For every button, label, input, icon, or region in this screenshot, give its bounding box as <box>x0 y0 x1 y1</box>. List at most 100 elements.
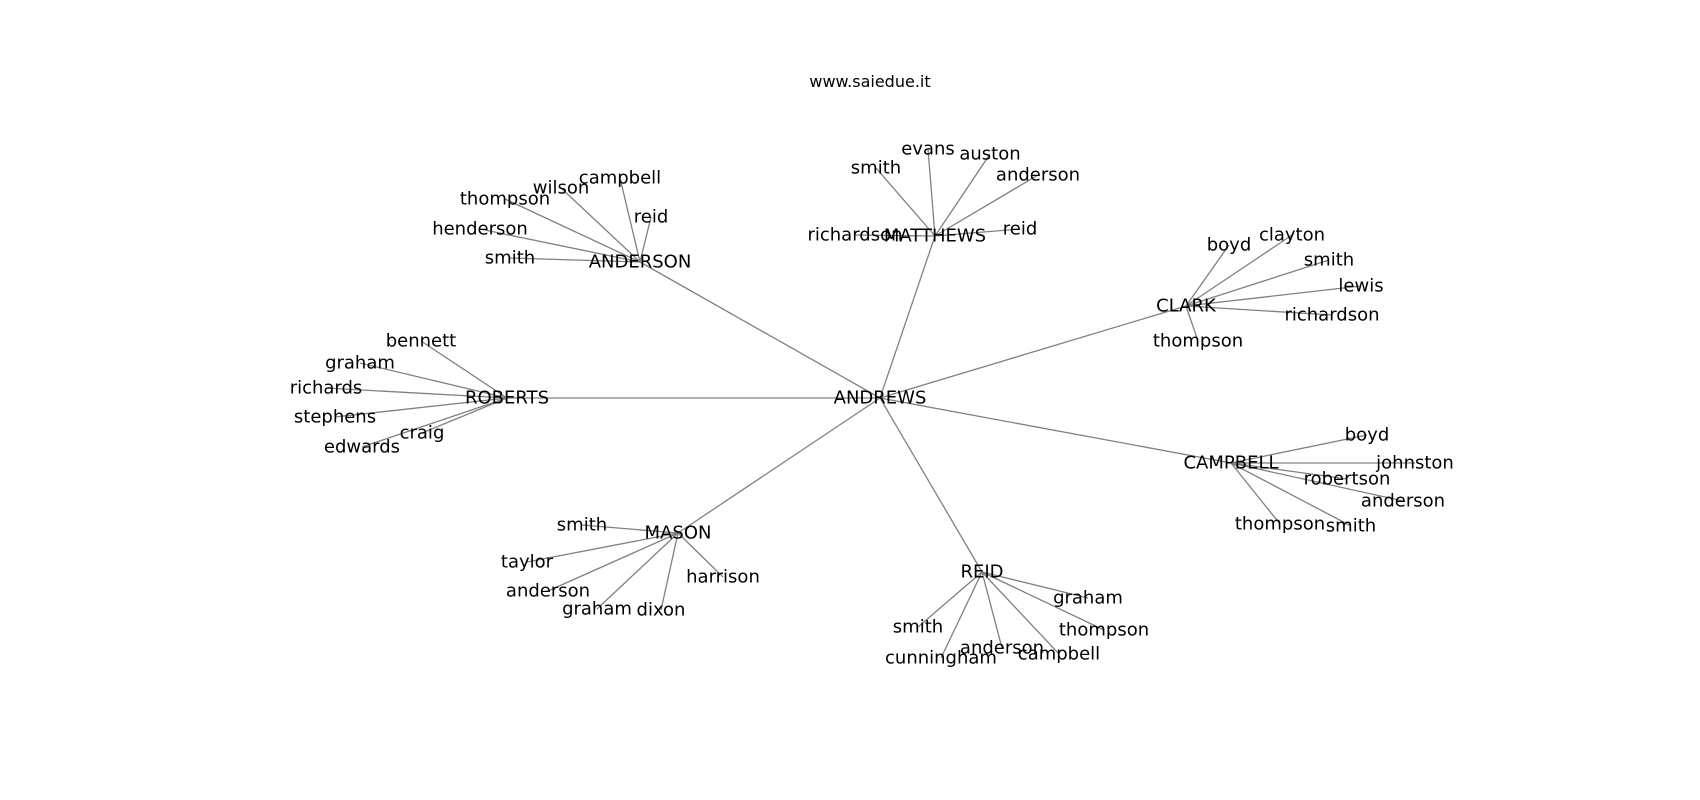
leaf-node-edwards: edwards <box>324 437 400 458</box>
edge-matthews-anderson <box>934 174 1039 237</box>
leaf-node-robertson: robertson <box>1304 469 1391 490</box>
leaf-node-bennett: bennett <box>386 331 457 352</box>
hub-node-mason: MASON <box>645 523 712 544</box>
edge-clark-lewis <box>1185 285 1362 307</box>
edge-mason-harrison <box>677 532 724 578</box>
leaf-node-thompson: thompson <box>1059 620 1149 641</box>
leaf-node-thompson: thompson <box>1235 514 1325 535</box>
leaf-node-craig: craig <box>400 423 445 444</box>
edge-roberts-richards <box>325 387 508 399</box>
leaf-node-graham: graham <box>325 353 395 374</box>
edge-clark-richardson <box>1185 305 1333 316</box>
edge-anderson-thompson <box>504 198 641 263</box>
leaf-node-smith: smith <box>893 617 943 638</box>
leaf-node-taylor: taylor <box>501 552 554 573</box>
site-title: www.saiedue.it <box>809 72 930 91</box>
edge-reid-graham <box>981 571 1089 599</box>
edge-mason-smith <box>581 524 679 534</box>
edge-matthews-reid <box>934 228 1021 237</box>
hub-node-campbell: CAMPBELL <box>1183 453 1278 474</box>
hub-node-reid: REID <box>960 562 1003 583</box>
leaf-node-boyd: boyd <box>1207 235 1252 256</box>
edge-center-anderson <box>639 261 881 399</box>
edge-campbell-smith <box>1230 462 1352 527</box>
leaf-node-smith: smith <box>485 248 535 269</box>
edge-reid-smith <box>917 571 983 628</box>
edge-mason-taylor <box>526 532 679 563</box>
edge-center-reid <box>879 397 983 573</box>
edge-anderson-reid <box>639 216 652 263</box>
edge-mason-dixon <box>660 532 679 611</box>
leaf-node-johnston: johnston <box>1375 453 1454 474</box>
edge-campbell-thompson <box>1230 462 1281 525</box>
edge-clark-smith <box>1185 259 1330 307</box>
edge-campbell-boyd <box>1230 434 1368 464</box>
edge-anderson-wilson <box>560 187 641 263</box>
edge-reid-campbell <box>981 571 1060 655</box>
leaf-node-anderson: anderson <box>1361 491 1445 512</box>
edge-matthews-smith <box>875 167 936 237</box>
leaf-node-reid: reid <box>634 207 669 228</box>
edge-mason-graham <box>596 532 679 610</box>
leaf-node-richardson: richardson <box>807 225 902 246</box>
leaf-node-graham: graham <box>1053 588 1123 609</box>
edge-center-mason <box>677 397 881 534</box>
edge-reid-cunningham <box>940 571 983 659</box>
edge-reid-thompson <box>981 571 1105 631</box>
hub-node-matthews: MATTHEWS <box>884 226 986 247</box>
leaf-node-smith: smith <box>851 158 901 179</box>
leaf-node-smith: smith <box>557 515 607 536</box>
leaf-node-evans: evans <box>901 139 955 160</box>
hub-node-anderson: ANDERSON <box>589 252 692 273</box>
edge-center-matthews <box>879 235 936 399</box>
edge-clark-thompson <box>1185 305 1199 342</box>
edge-roberts-stephens <box>334 397 508 418</box>
edge-matthews-evans <box>927 148 936 237</box>
leaf-node-dixon: dixon <box>637 600 686 621</box>
leaf-node-graham: graham <box>562 599 632 620</box>
leaf-node-thompson: thompson <box>460 189 550 210</box>
leaf-node-smith: smith <box>1326 516 1376 537</box>
edge-roberts-graham <box>359 362 508 399</box>
leaf-node-campbell: campbell <box>1018 644 1100 665</box>
edge-clark-clayton <box>1185 234 1293 307</box>
hub-node-clark: CLARK <box>1156 296 1217 317</box>
leaf-node-stephens: stephens <box>294 407 376 428</box>
labels-layer: ANDREWSANDERSONsmithhendersonthompsonwil… <box>290 139 1454 669</box>
leaf-node-wilson: wilson <box>533 178 590 199</box>
edge-roberts-edwards <box>361 397 508 448</box>
edge-roberts-bennett <box>420 340 508 399</box>
leaf-node-smith: smith <box>1304 250 1354 271</box>
leaf-node-henderson: henderson <box>432 219 528 240</box>
edge-campbell-robertson <box>1230 462 1348 480</box>
edges-layer <box>325 148 1415 659</box>
edge-anderson-henderson <box>479 228 641 263</box>
edge-reid-anderson <box>981 571 1003 649</box>
edge-campbell-anderson <box>1230 462 1404 502</box>
edge-center-campbell <box>879 397 1232 464</box>
edge-matthews-richardson <box>854 234 936 237</box>
edge-center-clark <box>879 305 1187 399</box>
edge-matthews-auston <box>934 153 991 237</box>
leaf-node-richardson: richardson <box>1284 305 1379 326</box>
edge-roberts-craig <box>421 397 508 434</box>
edge-anderson-smith <box>509 257 641 263</box>
leaf-node-richards: richards <box>290 378 363 399</box>
center-node-label: ANDREWS <box>834 388 927 409</box>
edge-mason-anderson <box>547 532 679 592</box>
leaf-node-boyd: boyd <box>1345 425 1390 446</box>
leaf-node-thompson: thompson <box>1153 331 1243 352</box>
edge-clark-boyd <box>1185 244 1230 307</box>
edge-anderson-campbell <box>619 177 641 263</box>
leaf-node-campbell: campbell <box>579 168 661 189</box>
leaf-node-lewis: lewis <box>1338 276 1383 297</box>
leaf-node-reid: reid <box>1003 219 1038 240</box>
leaf-node-cunningham: cunningham <box>885 648 997 669</box>
leaf-node-anderson: anderson <box>960 638 1044 659</box>
hub-node-roberts: ROBERTS <box>465 388 549 409</box>
leaf-node-harrison: harrison <box>686 567 760 588</box>
leaf-node-auston: auston <box>959 144 1020 165</box>
leaf-node-anderson: anderson <box>506 581 590 602</box>
leaf-node-anderson: anderson <box>996 165 1080 186</box>
